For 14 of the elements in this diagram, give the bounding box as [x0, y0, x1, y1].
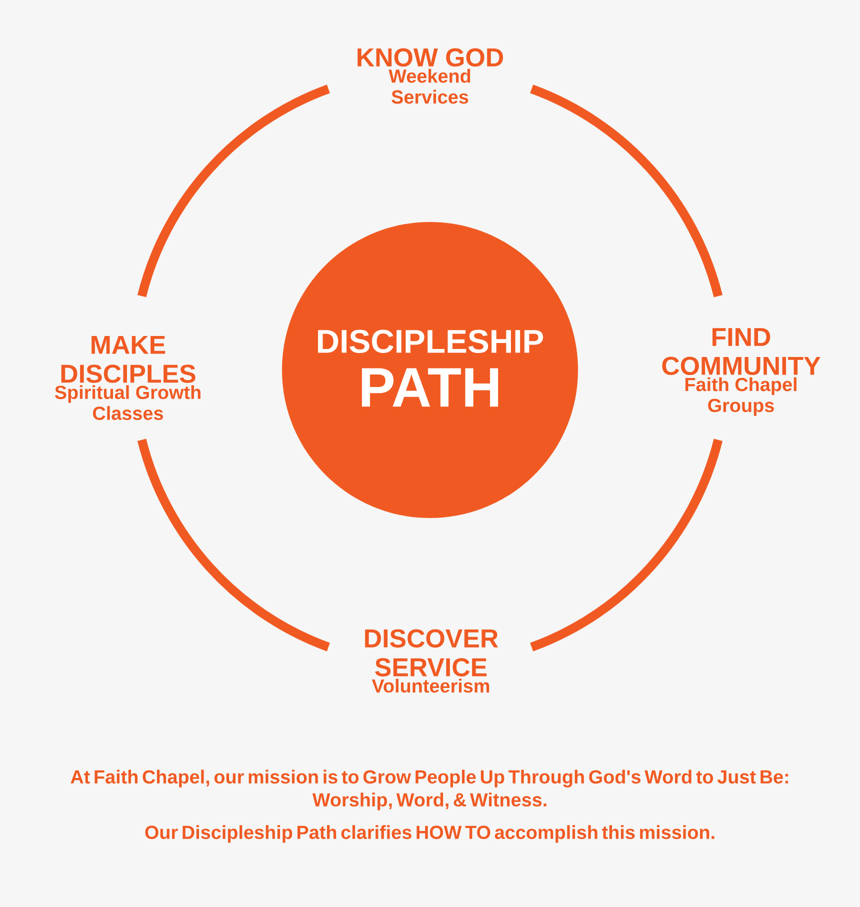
- subtitle-text: Volunteerism: [372, 678, 490, 693]
- subtitle-text: Weekend Services: [388, 68, 470, 104]
- ring-arc: [137, 84, 330, 298]
- heading-text: MAKE DISCIPLES: [61, 336, 196, 383]
- subtitle-text: Spiritual Growth Classes: [54, 385, 200, 420]
- subtitle-text: Faith Chapel Groups: [685, 377, 796, 416]
- ring-arc: [530, 84, 723, 298]
- heading-text: FIND COMMUNITY: [662, 328, 820, 376]
- ring-arc: [530, 438, 723, 652]
- mission-text: At Faith Chapel, our mission is to Grow People Up Through God's Word to Just Be: Worship, Word, & Witness.: [70, 770, 788, 810]
- mission-text: Our Discipleship Path clarifies HOW TO accomplish this mission.: [145, 825, 714, 843]
- ring-arc: [137, 438, 330, 652]
- heading-text: KNOW GOD: [358, 48, 503, 67]
- heading-text: DISCOVER SERVICE: [365, 629, 498, 676]
